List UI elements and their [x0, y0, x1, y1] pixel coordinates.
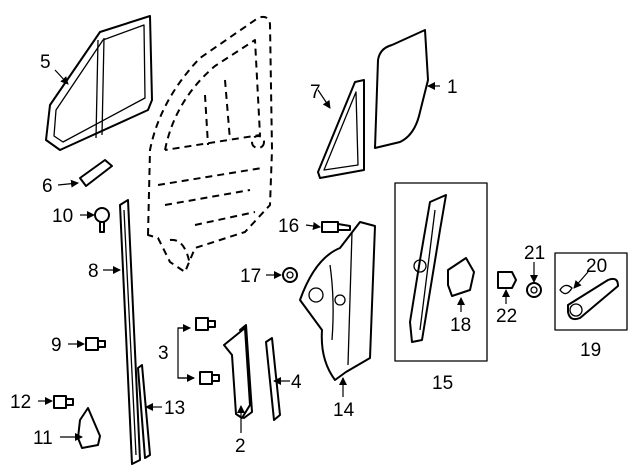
part-18-motor [447, 257, 475, 297]
part-7-vent-glass [317, 79, 365, 179]
callout-8: 8 [88, 261, 99, 282]
part-11-bracket [77, 407, 101, 449]
callout-labels: 1 2 3 4 5 6 7 8 9 10 11 12 13 14 15 16 1… [10, 52, 607, 457]
leader-lines [38, 69, 589, 441]
part-13-seal-strip [137, 364, 151, 459]
part-15-regulator-assembly [394, 182, 488, 362]
part-22-pin [497, 271, 517, 289]
callout-6: 6 [42, 176, 53, 197]
door-shell-outline [147, 15, 273, 273]
part-5-vent-glass-frame [45, 15, 153, 151]
callout-2: 2 [235, 436, 246, 457]
callout-16: 16 [278, 216, 299, 237]
callout-18: 18 [450, 315, 471, 336]
callout-20: 20 [586, 256, 607, 277]
callout-12: 12 [10, 392, 31, 413]
callout-4: 4 [291, 372, 302, 393]
callout-15: 15 [432, 373, 453, 394]
part-20-clip [559, 284, 573, 295]
callout-7: 7 [310, 82, 321, 103]
callout-1: 1 [447, 77, 458, 98]
part-14-window-regulator [299, 221, 376, 381]
callout-22: 22 [496, 306, 517, 327]
part-3-bolts [195, 317, 220, 385]
callout-9: 9 [51, 335, 62, 356]
part-2-guide-channel [223, 324, 253, 419]
part-4-rear-channel [265, 337, 281, 421]
part-12-bolt [53, 395, 74, 409]
part-9-bolt [85, 337, 106, 351]
callout-13: 13 [164, 398, 185, 419]
part-16-bolt [321, 221, 351, 233]
callout-17: 17 [240, 266, 261, 287]
part-17-nut [282, 267, 298, 283]
callout-10: 10 [52, 206, 73, 227]
callout-19: 19 [580, 340, 601, 361]
callout-21: 21 [524, 243, 545, 264]
callout-11: 11 [33, 428, 53, 449]
part-21-washer [526, 282, 542, 298]
part-10-bolt [94, 207, 110, 233]
callout-14: 14 [333, 400, 355, 421]
callout-3: 3 [158, 343, 169, 364]
part-1-door-glass [374, 29, 429, 149]
callout-5: 5 [40, 52, 51, 73]
part-8-run-channel [119, 199, 141, 465]
part-19-window-crank-kit [554, 252, 628, 331]
part-6-weatherstrip [79, 159, 113, 187]
